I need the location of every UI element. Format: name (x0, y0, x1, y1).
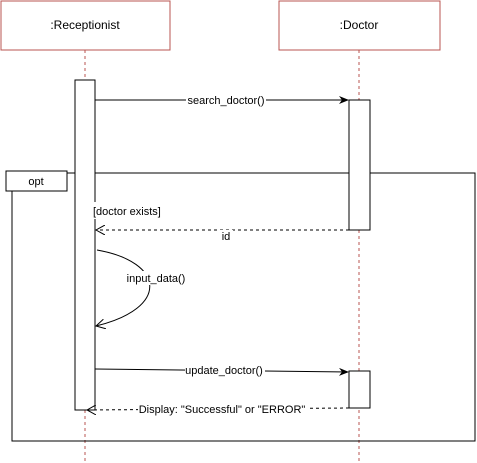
message-return-display-label: Display: "Successful" or "ERROR" (139, 404, 306, 416)
message-return-display: Display: "Successful" or "ERROR" (87, 403, 350, 416)
message-return-display-label-bg (138, 403, 308, 416)
message-input-data-label: input_data() (127, 273, 186, 285)
message-update-doctor-label-bg (185, 364, 265, 377)
message-update-doctor: update_doctor() (94, 364, 349, 377)
message-input-data: input_data() (96, 249, 186, 326)
lifeline-head-receptionist (0, 0, 171, 51)
message-search-doctor-label: search_doctor() (187, 95, 264, 107)
lifeline-label-doctor: :Doctor (340, 18, 379, 32)
opt-fragment: opt (5, 170, 476, 442)
message-input-data-label-bg (126, 271, 186, 285)
lifeline-label-receptionist: :Receptionist (50, 18, 120, 32)
message-input-data-arrow (96, 249, 151, 326)
activation-doctor-2 (348, 370, 371, 409)
message-search-doctor-label-bg (186, 94, 266, 107)
guard-condition: [doctor exists] (93, 206, 161, 218)
message-return-id: id (96, 230, 349, 243)
message-return-id-label-bg (219, 230, 233, 242)
lifeline-receptionist: :Receptionist (0, 0, 171, 463)
activation-doctor-1 (348, 99, 371, 231)
opt-operator-box (5, 170, 68, 192)
message-update-doctor-label: update_doctor() (185, 365, 263, 377)
activation-receptionist (74, 79, 96, 411)
opt-fragment-frame (11, 172, 476, 442)
opt-operator-label: opt (28, 176, 43, 188)
message-return-id-label: id (222, 231, 231, 243)
guard-background (88, 202, 172, 219)
message-search-doctor: search_doctor() (95, 94, 349, 107)
